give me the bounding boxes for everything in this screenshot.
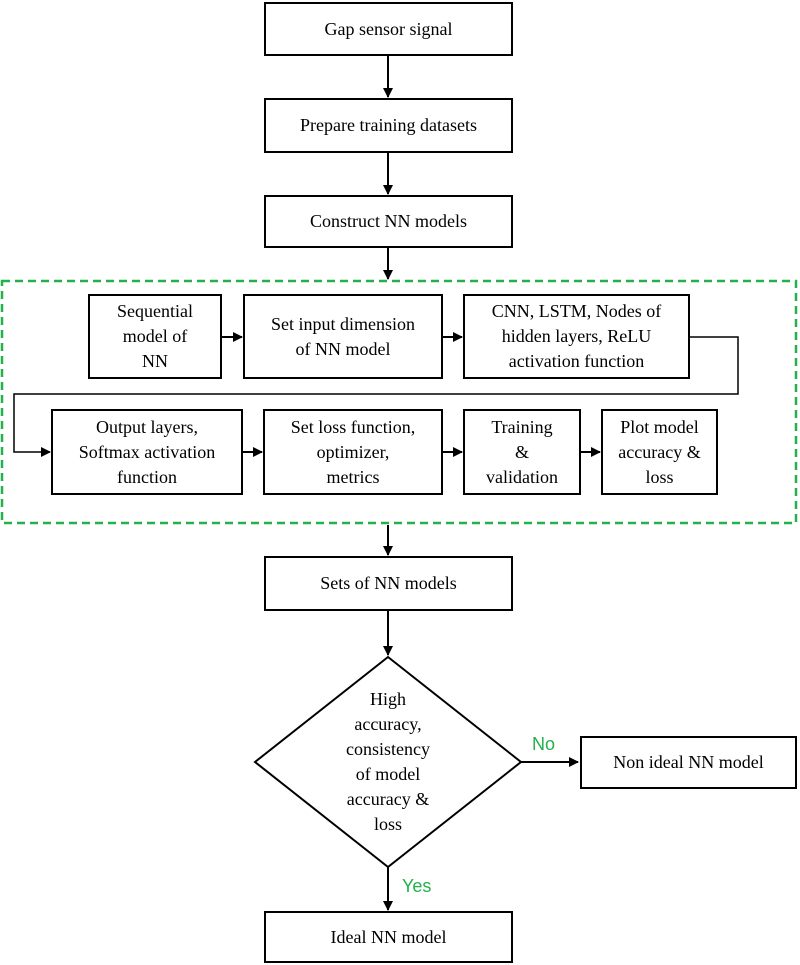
arrow-hidden-to-output [13, 336, 739, 457]
sequential-model-box: Sequential model of NN [88, 294, 222, 379]
prepare-datasets-box: Prepare training datasets [264, 98, 513, 153]
model-construction-group-border [0, 279, 798, 525]
training-validation-box: Training & validation [463, 409, 581, 495]
loss-function-box: Set loss function, optimizer, metrics [263, 409, 443, 495]
no-label: No [532, 734, 556, 754]
non-ideal-model-box: Non ideal NN model [580, 736, 797, 789]
gap-sensor-signal-box: Gap sensor signal [264, 2, 513, 56]
hidden-layers-box: CNN, LSTM, Nodes of hidden layers, ReLU … [463, 294, 690, 379]
input-dimension-box: Set input dimension of NN model [243, 294, 443, 379]
construct-models-box: Construct NN models [264, 195, 513, 248]
plot-model-box: Plot model accuracy & loss [601, 409, 718, 495]
decision-text: High accuracy, consistency of model accu… [346, 689, 430, 834]
ideal-model-box: Ideal NN model [264, 911, 513, 963]
yes-label: Yes [402, 876, 432, 896]
output-layers-box: Output layers, Softmax activation functi… [51, 409, 243, 495]
sets-of-models-box: Sets of NN models [264, 556, 513, 611]
